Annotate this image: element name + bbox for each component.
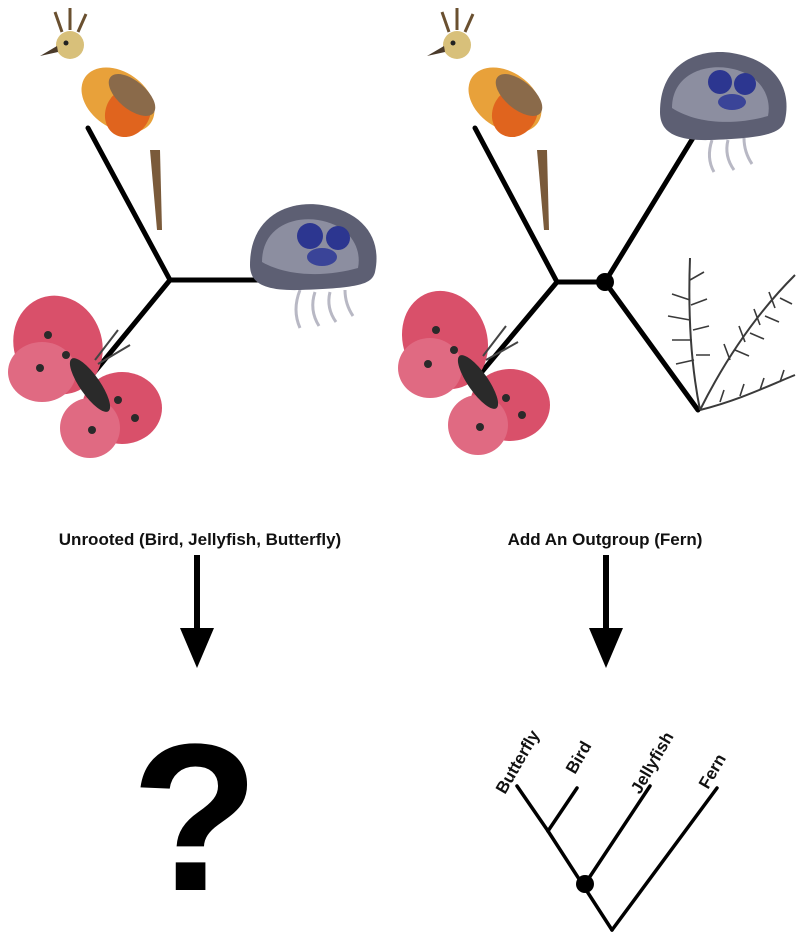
left-caption: Unrooted (Bird, Jellyfish, Butterfly) xyxy=(59,530,341,549)
bird-image xyxy=(40,8,167,230)
branch-butterfly xyxy=(88,280,170,380)
jellyfish-image xyxy=(250,204,377,328)
branch-fern xyxy=(605,282,698,410)
cladogram-root-node xyxy=(576,875,594,893)
branch-jellyfish-right xyxy=(605,133,696,282)
outgroup-tree xyxy=(475,128,698,410)
butterfly-image-right xyxy=(388,279,550,455)
bird-image-right xyxy=(427,8,554,230)
question-mark: ? xyxy=(131,700,259,934)
taxon-label-jellyfish: Jellyfish xyxy=(627,729,677,797)
root-node-marker xyxy=(596,273,614,291)
butterfly-image xyxy=(0,283,162,458)
taxon-label-fern: Fern xyxy=(695,751,730,792)
left-arrow xyxy=(180,555,214,668)
right-caption: Add An Outgroup (Fern) xyxy=(508,530,703,549)
taxon-label-bird: Bird xyxy=(562,738,595,777)
branch-butterfly-right xyxy=(475,282,557,380)
jellyfish-image-right xyxy=(660,52,787,172)
right-arrow xyxy=(589,555,623,668)
rooted-cladogram xyxy=(517,786,717,930)
fern-image xyxy=(668,258,795,410)
